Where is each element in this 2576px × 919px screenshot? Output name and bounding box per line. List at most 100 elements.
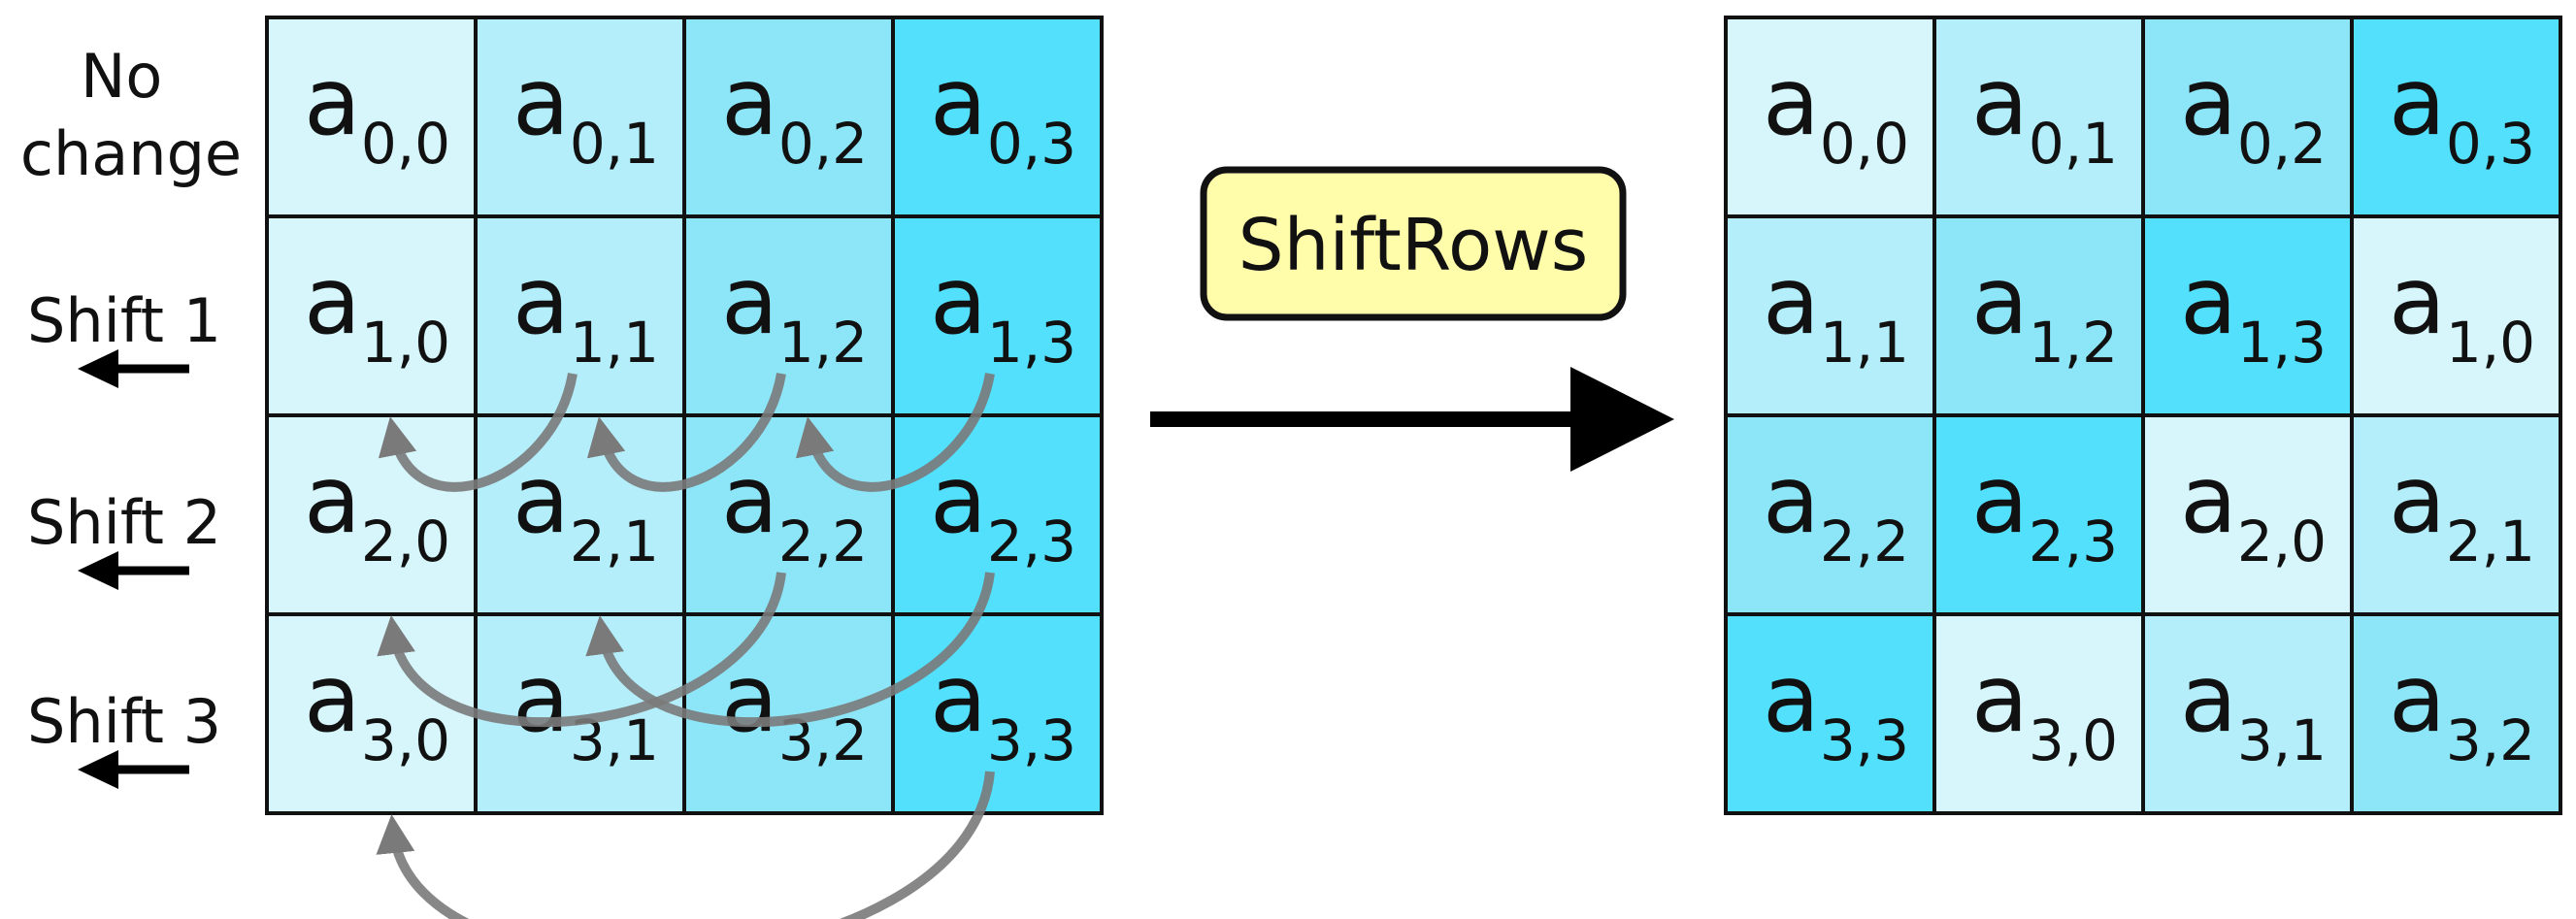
- output-cell: a3,0: [1932, 612, 2145, 815]
- input-cell-background: [265, 16, 478, 218]
- input-cell-label: a2,3: [930, 445, 1076, 574]
- output-cell-label: a2,1: [2389, 445, 2535, 574]
- output-cell-label: a1,3: [2180, 246, 2327, 376]
- shift-curve-arrow-icon: [795, 373, 995, 492]
- input-cell-label: a1,0: [304, 246, 450, 376]
- output-cell: a2,1: [2350, 413, 2562, 616]
- input-cell-background: [891, 413, 1104, 616]
- output-cell: a2,3: [1932, 413, 2145, 616]
- input-cell: a0,1: [474, 16, 686, 218]
- output-cell-label: a3,2: [2389, 644, 2535, 773]
- output-cell-background: [1932, 16, 2145, 218]
- output-cell-background: [2141, 612, 2354, 815]
- input-cell-label: a2,0: [304, 445, 450, 574]
- output-cell-background: [2350, 214, 2562, 417]
- output-cell: a0,1: [1932, 16, 2145, 218]
- output-cell: a2,0: [2141, 413, 2354, 616]
- row-label-shift-3: Shift 3: [27, 686, 221, 757]
- input-cell: a0,0: [265, 16, 478, 218]
- input-cell-background: [891, 16, 1104, 218]
- output-cell-label: a2,2: [1763, 445, 1909, 574]
- shift-arrows: [376, 373, 995, 919]
- output-cell-background: [2350, 413, 2562, 616]
- output-cell-label: a0,0: [1763, 48, 1909, 177]
- shift-left-arrow-icon: [78, 551, 189, 590]
- row-labels: No change Shift 1 Shift 2 Shift 3: [20, 41, 242, 757]
- output-cell: a3,3: [1724, 612, 1936, 815]
- input-cell-background: [265, 612, 478, 815]
- input-cell: a2,2: [682, 413, 895, 616]
- output-cell: a1,1: [1724, 214, 1936, 417]
- input-cell: a1,3: [891, 214, 1104, 417]
- input-cell-label: a3,3: [930, 644, 1076, 773]
- input-cell-label: a0,1: [512, 48, 659, 177]
- input-cell-background: [682, 214, 895, 417]
- shift-curve-arrow-icon: [586, 373, 786, 492]
- output-cell-label: a3,0: [1971, 644, 2118, 773]
- output-cell-label: a1,0: [2389, 246, 2535, 376]
- output-cell-background: [1724, 214, 1936, 417]
- output-cell-background: [1724, 612, 1936, 815]
- input-cell: a3,1: [474, 612, 686, 815]
- output-cell-label: a0,1: [1971, 48, 2118, 177]
- input-cell: a0,3: [891, 16, 1104, 218]
- output-cell-background: [2350, 612, 2562, 815]
- output-cell: a0,2: [2141, 16, 2354, 218]
- output-cell: a1,2: [1932, 214, 2145, 417]
- shift-curve-arrow-icon: [376, 771, 995, 919]
- row-label-shift-2: Shift 2: [27, 487, 221, 558]
- output-cell-background: [1932, 612, 2145, 815]
- input-cell: a2,0: [265, 413, 478, 616]
- shiftrows-operation-box: ShiftRows: [1200, 166, 1627, 321]
- input-cell: a0,2: [682, 16, 895, 218]
- input-cell-label: a1,3: [930, 246, 1076, 376]
- input-cell-label: a0,3: [930, 48, 1076, 177]
- input-cell: a1,2: [682, 214, 895, 417]
- output-cell-label: a2,0: [2180, 445, 2327, 574]
- shift-left-arrow-icon: [78, 750, 189, 789]
- output-cell: a1,3: [2141, 214, 2354, 417]
- input-cell-background: [474, 413, 686, 616]
- input-cell-background: [265, 413, 478, 616]
- shift-curve-arrow-icon: [378, 373, 578, 492]
- output-cell-background: [2141, 214, 2354, 417]
- input-cell-background: [891, 214, 1104, 417]
- output-cell-background: [1932, 413, 2145, 616]
- input-cell: a1,0: [265, 214, 478, 417]
- output-cell-label: a1,2: [1971, 246, 2118, 376]
- output-cell-label: a2,3: [1971, 445, 2118, 574]
- input-cell-background: [682, 413, 895, 616]
- operation-label: ShiftRows: [1238, 204, 1589, 287]
- input-cell-label: a2,2: [721, 445, 868, 574]
- output-cell: a3,1: [2141, 612, 2354, 815]
- output-cell: a3,2: [2350, 612, 2562, 815]
- output-cell-background: [1724, 16, 1936, 218]
- output-cell: a2,2: [1724, 413, 1936, 616]
- output-cell: a0,0: [1724, 16, 1936, 218]
- input-cell: a3,2: [682, 612, 895, 815]
- input-cell-label: a3,0: [304, 644, 450, 773]
- transform-arrow-icon: [1150, 367, 1674, 472]
- output-cell-label: a0,3: [2389, 48, 2535, 177]
- input-cell-label: a0,2: [721, 48, 868, 177]
- input-cell-label: a1,1: [512, 246, 659, 376]
- output-cell-background: [2350, 16, 2562, 218]
- output-cell: a0,3: [2350, 16, 2562, 218]
- row-label-shift-1: Shift 1: [27, 285, 221, 356]
- input-cell: a3,0: [265, 612, 478, 815]
- input-cell-background: [682, 16, 895, 218]
- shift-left-arrow-icon: [78, 349, 189, 388]
- output-cell: a1,0: [2350, 214, 2562, 417]
- output-cell-background: [1724, 413, 1936, 616]
- input-cell-label: a0,0: [304, 48, 450, 177]
- input-cell: a2,1: [474, 413, 686, 616]
- input-cell-background: [474, 214, 686, 417]
- output-cell-label: a3,3: [1763, 644, 1909, 773]
- shift-curve-arrow-icon: [377, 572, 786, 728]
- input-cell-label: a1,2: [721, 246, 868, 376]
- row-label-no-change: No change: [20, 41, 242, 189]
- shift-curve-arrow-icon: [585, 572, 995, 728]
- input-cell-background: [891, 612, 1104, 815]
